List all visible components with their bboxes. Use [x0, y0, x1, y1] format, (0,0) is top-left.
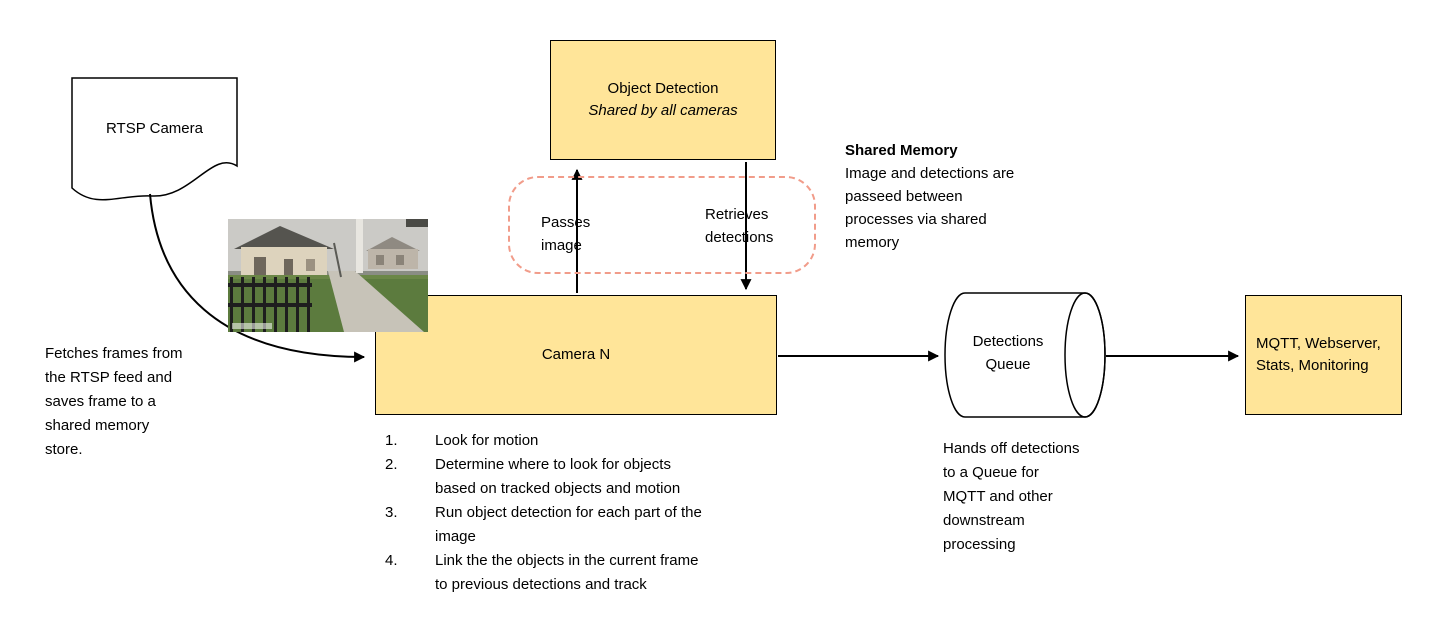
- object-detection-title: Object Detection: [607, 80, 719, 97]
- shared-memory-note-title: Shared Memory: [845, 142, 958, 159]
- rtsp-camera-shape: [71, 77, 238, 201]
- rtsp-camera-label: RTSP Camera: [106, 120, 203, 137]
- camera-snapshot-art: [228, 219, 428, 332]
- list-item: 3. Run object detection for each part of…: [385, 501, 702, 549]
- list-item: 2. Determine where to look for objects b…: [385, 453, 702, 501]
- object-detection-node: Object Detection Shared by all cameras: [550, 40, 776, 160]
- camera-n-label: Camera N: [541, 346, 611, 363]
- object-detection-subtitle: Shared by all cameras: [588, 102, 738, 119]
- step-text: Link the the objects in the current fram…: [435, 552, 699, 593]
- step-number: 3.: [385, 504, 398, 521]
- camera-n-node: Camera N: [375, 295, 777, 415]
- step-text: Run object detection for each part of th…: [435, 504, 702, 545]
- camera-snapshot-image: [228, 219, 428, 332]
- detections-queue-label: Detections Queue: [972, 333, 1044, 373]
- shared-memory-zone: [508, 176, 816, 274]
- mqtt-node: MQTT, Webserver, Stats, Monitoring: [1245, 295, 1402, 415]
- list-item: 1. Look for motion: [385, 429, 702, 453]
- step-number: 1.: [385, 432, 398, 449]
- detections-queue-rim: [1064, 292, 1106, 418]
- camera-steps-list: 1. Look for motion 2. Determine where to…: [385, 429, 702, 597]
- step-number: 4.: [385, 552, 398, 569]
- shared-memory-note-body: Image and detections are passeed between…: [845, 165, 1015, 251]
- shared-memory-note: Shared Memory Image and detections are p…: [845, 139, 1055, 254]
- passes-image-label: Passes image: [541, 214, 591, 254]
- fetch-frames-note: Fetches frames from the RTSP feed and sa…: [45, 345, 183, 458]
- list-item: 4. Link the the objects in the current f…: [385, 549, 702, 597]
- retrieves-detections-label: Retrieves detections: [705, 206, 774, 246]
- step-text: Determine where to look for objects base…: [435, 456, 681, 497]
- queue-handoff-note: Hands off detections to a Queue for MQTT…: [943, 440, 1080, 553]
- step-text: Look for motion: [435, 432, 539, 449]
- mqtt-label: MQTT, Webserver, Stats, Monitoring: [1256, 335, 1381, 374]
- arrow-rtsp-to-camera: [149, 193, 366, 363]
- step-number: 2.: [385, 456, 398, 473]
